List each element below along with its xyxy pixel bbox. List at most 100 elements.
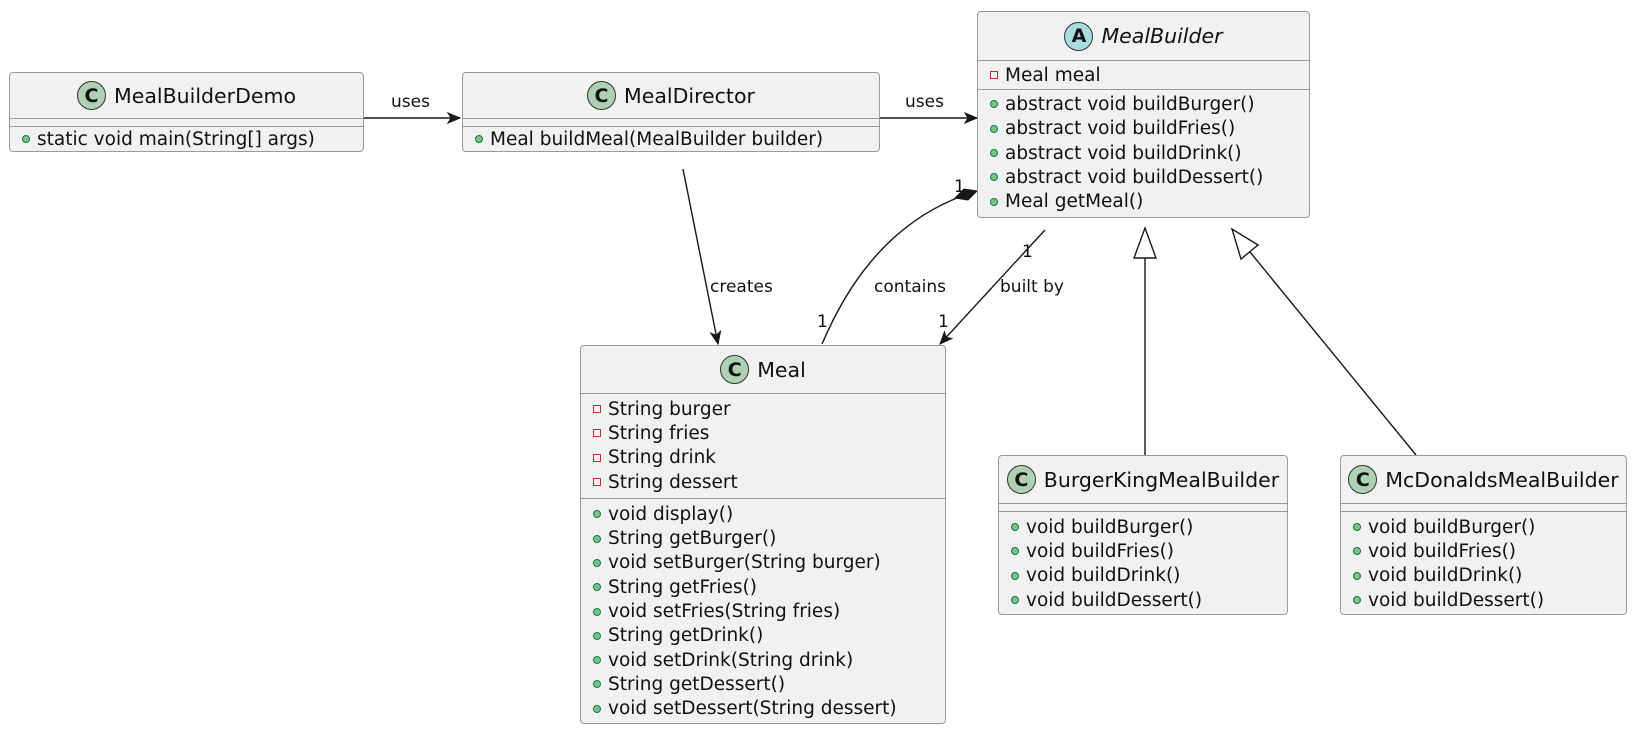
method-signature: void buildFries() xyxy=(1368,540,1517,562)
class-stereotype-icon: C xyxy=(720,355,750,384)
class-name: Meal xyxy=(757,357,806,382)
method-row: void buildDessert() xyxy=(1341,588,1626,612)
method-signature: void buildDessert() xyxy=(1368,589,1545,611)
class-meal[interactable]: C Meal String burger String fries String… xyxy=(580,345,946,724)
method-row: abstract void buildBurger() xyxy=(978,92,1309,116)
method-signature: void buildDrink() xyxy=(1368,565,1523,587)
multiplicity-builtby-builder: 1 xyxy=(1022,242,1033,262)
class-name: MealBuilderDemo xyxy=(114,83,296,108)
public-visibility-icon xyxy=(1349,572,1364,580)
public-visibility-icon xyxy=(589,656,604,664)
method-row: void setFries(String fries) xyxy=(581,599,945,623)
method-row: void buildBurger() xyxy=(1341,515,1626,539)
class-mealbuilder[interactable]: A MealBuilder Meal meal abstract void bu… xyxy=(977,11,1310,218)
public-visibility-icon xyxy=(589,632,604,640)
class-burgerkingmealbuilder[interactable]: C BurgerKingMealBuilder void buildBurger… xyxy=(998,455,1288,616)
method-row: String getBurger() xyxy=(581,526,945,550)
private-visibility-icon xyxy=(589,429,604,437)
method-row: void setBurger(String burger) xyxy=(581,551,945,575)
fields-section xyxy=(1341,504,1626,512)
public-visibility-icon xyxy=(1349,596,1364,604)
edge-label-creates: creates xyxy=(710,277,773,297)
class-header: C McDonaldsMealBuilder xyxy=(1341,456,1626,504)
edge-label-contains: contains xyxy=(874,277,946,297)
edge-label-built-by: built by xyxy=(1000,277,1064,297)
field-row: String burger xyxy=(581,397,945,421)
edge-mcd-extends-builder xyxy=(1249,251,1417,456)
method-signature: void display() xyxy=(608,503,734,525)
method-signature: void buildDrink() xyxy=(1026,565,1181,587)
public-visibility-icon xyxy=(986,125,1001,133)
public-visibility-icon xyxy=(1007,572,1022,580)
multiplicity-contains-builder: 1 xyxy=(954,177,965,197)
method-signature: abstract void buildDessert() xyxy=(1005,166,1264,188)
edge-director-creates-meal xyxy=(682,168,718,344)
public-visibility-icon xyxy=(589,680,604,688)
multiplicity-builtby-meal: 1 xyxy=(938,312,949,332)
public-visibility-icon xyxy=(986,173,1001,181)
method-row: void display() xyxy=(581,502,945,526)
class-stereotype-icon: C xyxy=(1006,465,1036,494)
field-row: String dessert xyxy=(581,470,945,494)
private-visibility-icon xyxy=(986,71,1001,79)
inheritance-triangle-mcd xyxy=(1230,227,1260,261)
fields-section: Meal meal xyxy=(978,61,1309,91)
public-visibility-icon xyxy=(986,100,1001,108)
method-signature: Meal buildMeal(MealBuilder builder) xyxy=(490,128,824,150)
public-visibility-icon xyxy=(589,535,604,543)
public-visibility-icon xyxy=(589,559,604,567)
public-visibility-icon xyxy=(1007,523,1022,531)
public-visibility-icon xyxy=(986,198,1001,206)
class-stereotype-icon: C xyxy=(587,81,617,110)
method-row: abstract void buildFries() xyxy=(978,117,1309,141)
private-visibility-icon xyxy=(589,478,604,486)
class-name: MealBuilder xyxy=(1101,24,1223,48)
method-row: static void main(String[] args) xyxy=(10,127,363,151)
method-row: Meal buildMeal(MealBuilder builder) xyxy=(463,127,879,151)
class-stereotype-icon: C xyxy=(1348,465,1378,494)
method-row: String getDrink() xyxy=(581,624,945,648)
fields-section: String burger String fries String drink … xyxy=(581,394,945,500)
edge-builder-builtby-meal xyxy=(940,229,1046,344)
public-visibility-icon xyxy=(589,705,604,713)
method-row: abstract void buildDrink() xyxy=(978,141,1309,165)
class-stereotype-icon: C xyxy=(77,81,107,110)
method-row: void buildDessert() xyxy=(999,588,1287,612)
class-mealbuilderdemo[interactable]: C MealBuilderDemo static void main(Strin… xyxy=(9,72,364,153)
public-visibility-icon xyxy=(1349,523,1364,531)
method-signature: void buildBurger() xyxy=(1368,516,1536,538)
class-header: C BurgerKingMealBuilder xyxy=(999,456,1287,504)
private-visibility-icon xyxy=(589,405,604,413)
method-signature: void setBurger(String burger) xyxy=(608,552,881,574)
method-row: Meal getMeal() xyxy=(978,189,1309,213)
public-visibility-icon xyxy=(589,510,604,518)
method-signature: abstract void buildBurger() xyxy=(1005,93,1255,115)
method-row: String getDessert() xyxy=(581,672,945,696)
class-header: A MealBuilder xyxy=(978,12,1309,61)
fields-section xyxy=(999,504,1287,512)
abstract-stereotype-icon: A xyxy=(1064,21,1094,51)
field-signature: String fries xyxy=(608,422,710,444)
public-visibility-icon xyxy=(471,135,486,143)
private-visibility-icon xyxy=(589,454,604,462)
class-header: C Meal xyxy=(581,346,945,394)
fields-section xyxy=(10,119,363,127)
methods-section: void display() String getBurger() void s… xyxy=(581,499,945,723)
method-signature: static void main(String[] args) xyxy=(37,128,315,150)
method-signature: void setDessert(String dessert) xyxy=(608,698,897,720)
method-signature: void setFries(String fries) xyxy=(608,601,841,623)
method-signature: void buildFries() xyxy=(1026,540,1175,562)
public-visibility-icon xyxy=(18,135,33,143)
edge-meal-contains-builder xyxy=(821,195,963,345)
field-signature: String dessert xyxy=(608,471,738,493)
method-row: void setDrink(String drink) xyxy=(581,648,945,672)
class-mcdonaldsmealbuilder[interactable]: C McDonaldsMealBuilder void buildBurger(… xyxy=(1340,455,1627,616)
method-signature: abstract void buildFries() xyxy=(1005,118,1236,140)
method-row: void setDessert(String dessert) xyxy=(581,697,945,721)
class-mealdirector[interactable]: C MealDirector Meal buildMeal(MealBuilde… xyxy=(462,72,880,153)
field-signature: String drink xyxy=(608,447,717,469)
method-row: abstract void buildDessert() xyxy=(978,165,1309,189)
class-header: C MealBuilderDemo xyxy=(10,73,363,119)
method-signature: abstract void buildDrink() xyxy=(1005,142,1242,164)
method-signature: String getDrink() xyxy=(608,625,764,647)
